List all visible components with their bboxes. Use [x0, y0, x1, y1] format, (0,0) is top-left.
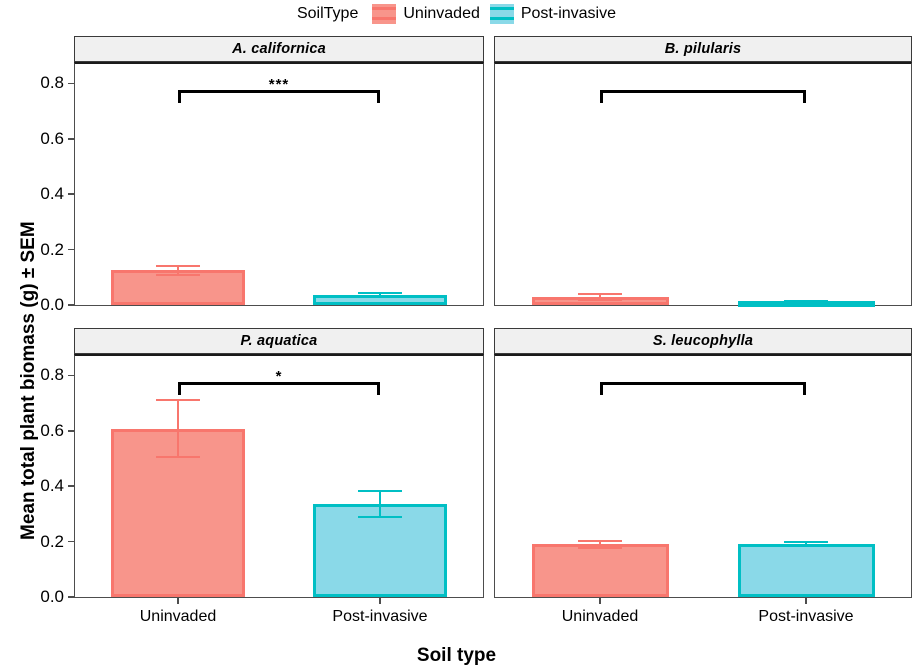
y-tick-mark: [68, 485, 74, 487]
bracket-top-line: [600, 90, 806, 93]
error-bar-stem: [177, 399, 179, 459]
legend-swatch-uninvaded: [372, 4, 397, 24]
y-tick-label: 0.4: [40, 184, 64, 204]
facet-title: P. aquatica: [240, 333, 318, 349]
x-tick-label-post-invasive: Post-invasive: [332, 608, 428, 625]
x-tick-mark: [599, 598, 601, 604]
error-bar: [570, 293, 630, 302]
y-tick-mark: [68, 304, 74, 306]
error-bar: [148, 399, 208, 459]
facet-title: S. leucophylla: [652, 333, 754, 349]
bracket-top-line: [178, 90, 380, 93]
error-bar-cap: [578, 293, 622, 296]
error-bar-stem: [599, 539, 601, 549]
y-tick-mark: [68, 596, 74, 598]
legend-item-post-invasive[interactable]: Post-invasive: [489, 4, 617, 24]
x-tick-mark: [805, 598, 807, 604]
significance-bracket: [178, 382, 380, 395]
y-tick-label: 0.0: [40, 587, 64, 606]
error-bar-stem: [177, 264, 179, 277]
bracket-left-tick: [600, 382, 603, 395]
bracket-top-line: [178, 382, 380, 385]
bracket-right-tick: [803, 90, 806, 103]
error-bar-stem: [379, 489, 381, 519]
bracket-right-tick: [377, 382, 380, 395]
facet-plot-area-1: [494, 62, 912, 306]
y-tick-mark: [68, 193, 74, 195]
error-bar: [776, 300, 836, 304]
error-bar-stem: [379, 292, 381, 299]
facet-title: B. pilularis: [664, 41, 742, 57]
y-tick-mark: [68, 540, 74, 543]
x-tick-label-post-invasive: Post-invasive: [758, 608, 854, 625]
error-bar-stem: [805, 541, 807, 548]
y-tick-label: 0.6: [40, 420, 64, 440]
y-tick-label: 0.4: [40, 476, 64, 496]
error-bar: [570, 539, 630, 549]
facet-title: A. californica: [232, 41, 326, 57]
legend-title: SoilType: [296, 5, 359, 22]
y-axis-title: Mean total plant biomass (g) ± SEM: [18, 221, 39, 540]
error-bar: [350, 292, 410, 299]
y-tick-mark: [68, 374, 74, 377]
y-tick-mark: [68, 82, 74, 85]
error-bar-cap: [784, 545, 828, 548]
bracket-right-tick: [803, 382, 806, 395]
x-tick-label-uninvaded: Uninvaded: [139, 608, 217, 625]
significance-bracket: [178, 90, 380, 103]
significance-annotation: *: [275, 368, 283, 385]
y-tick-label: 0.0: [40, 295, 64, 314]
error-bar-cap: [358, 296, 402, 299]
bar-uninvaded[interactable]: [531, 544, 669, 597]
facet-strip-1: B. pilularis: [494, 36, 912, 62]
error-bar-cap: [156, 264, 200, 267]
legend-swatch-post-invasive: [489, 4, 514, 24]
y-tick-mark: [68, 138, 74, 140]
chart-legend: SoilType Uninvaded Post-invasive: [0, 0, 913, 28]
error-bar-cap: [358, 516, 402, 519]
error-bar-cap: [358, 489, 402, 492]
y-tick-label: 0.8: [40, 73, 64, 93]
y-tick-label: 0.8: [40, 365, 64, 385]
error-bar: [776, 541, 836, 548]
legend-label-post-invasive: Post-invasive: [520, 5, 617, 22]
bar-post-invasive[interactable]: [313, 503, 447, 597]
y-tick-label: 0.2: [40, 531, 64, 551]
facet-strip-2: P. aquatica: [74, 328, 484, 354]
bracket-right-tick: [377, 90, 380, 103]
significance-annotation: ***: [268, 76, 290, 93]
x-axis-title: Soil type: [416, 645, 497, 666]
y-tick-label: 0.6: [40, 128, 64, 148]
significance-bracket: [600, 90, 806, 103]
facet-plot-area-0: [74, 62, 484, 306]
bar-post-invasive[interactable]: [737, 544, 875, 597]
error-bar-cap: [358, 292, 402, 295]
error-bar-cap: [156, 399, 200, 402]
error-bar-cap: [784, 301, 828, 304]
error-bar-cap: [156, 456, 200, 459]
error-bar-stem: [599, 293, 601, 302]
bracket-top-line: [600, 382, 806, 385]
facet-strip-0: A. californica: [74, 36, 484, 62]
x-tick-label-uninvaded: Uninvaded: [561, 608, 639, 625]
error-bar-cap: [156, 274, 200, 277]
y-tick-mark: [68, 248, 74, 251]
error-bar: [148, 264, 208, 277]
legend-item-uninvaded[interactable]: Uninvaded: [372, 4, 480, 24]
error-bar-cap: [578, 539, 622, 542]
y-tick-label: 0.2: [40, 239, 64, 259]
x-tick-mark: [379, 598, 381, 604]
bracket-left-tick: [178, 90, 181, 103]
x-tick-mark: [177, 598, 179, 604]
error-bar-cap: [784, 541, 828, 544]
significance-bracket: [600, 382, 806, 395]
error-bar-cap: [578, 299, 622, 302]
facet-strip-3: S. leucophylla: [494, 328, 912, 354]
bracket-left-tick: [600, 90, 603, 103]
error-bar-cap: [578, 546, 622, 549]
bracket-left-tick: [178, 382, 181, 395]
legend-label-uninvaded: Uninvaded: [403, 5, 480, 22]
error-bar: [350, 489, 410, 519]
y-tick-mark: [68, 430, 74, 432]
